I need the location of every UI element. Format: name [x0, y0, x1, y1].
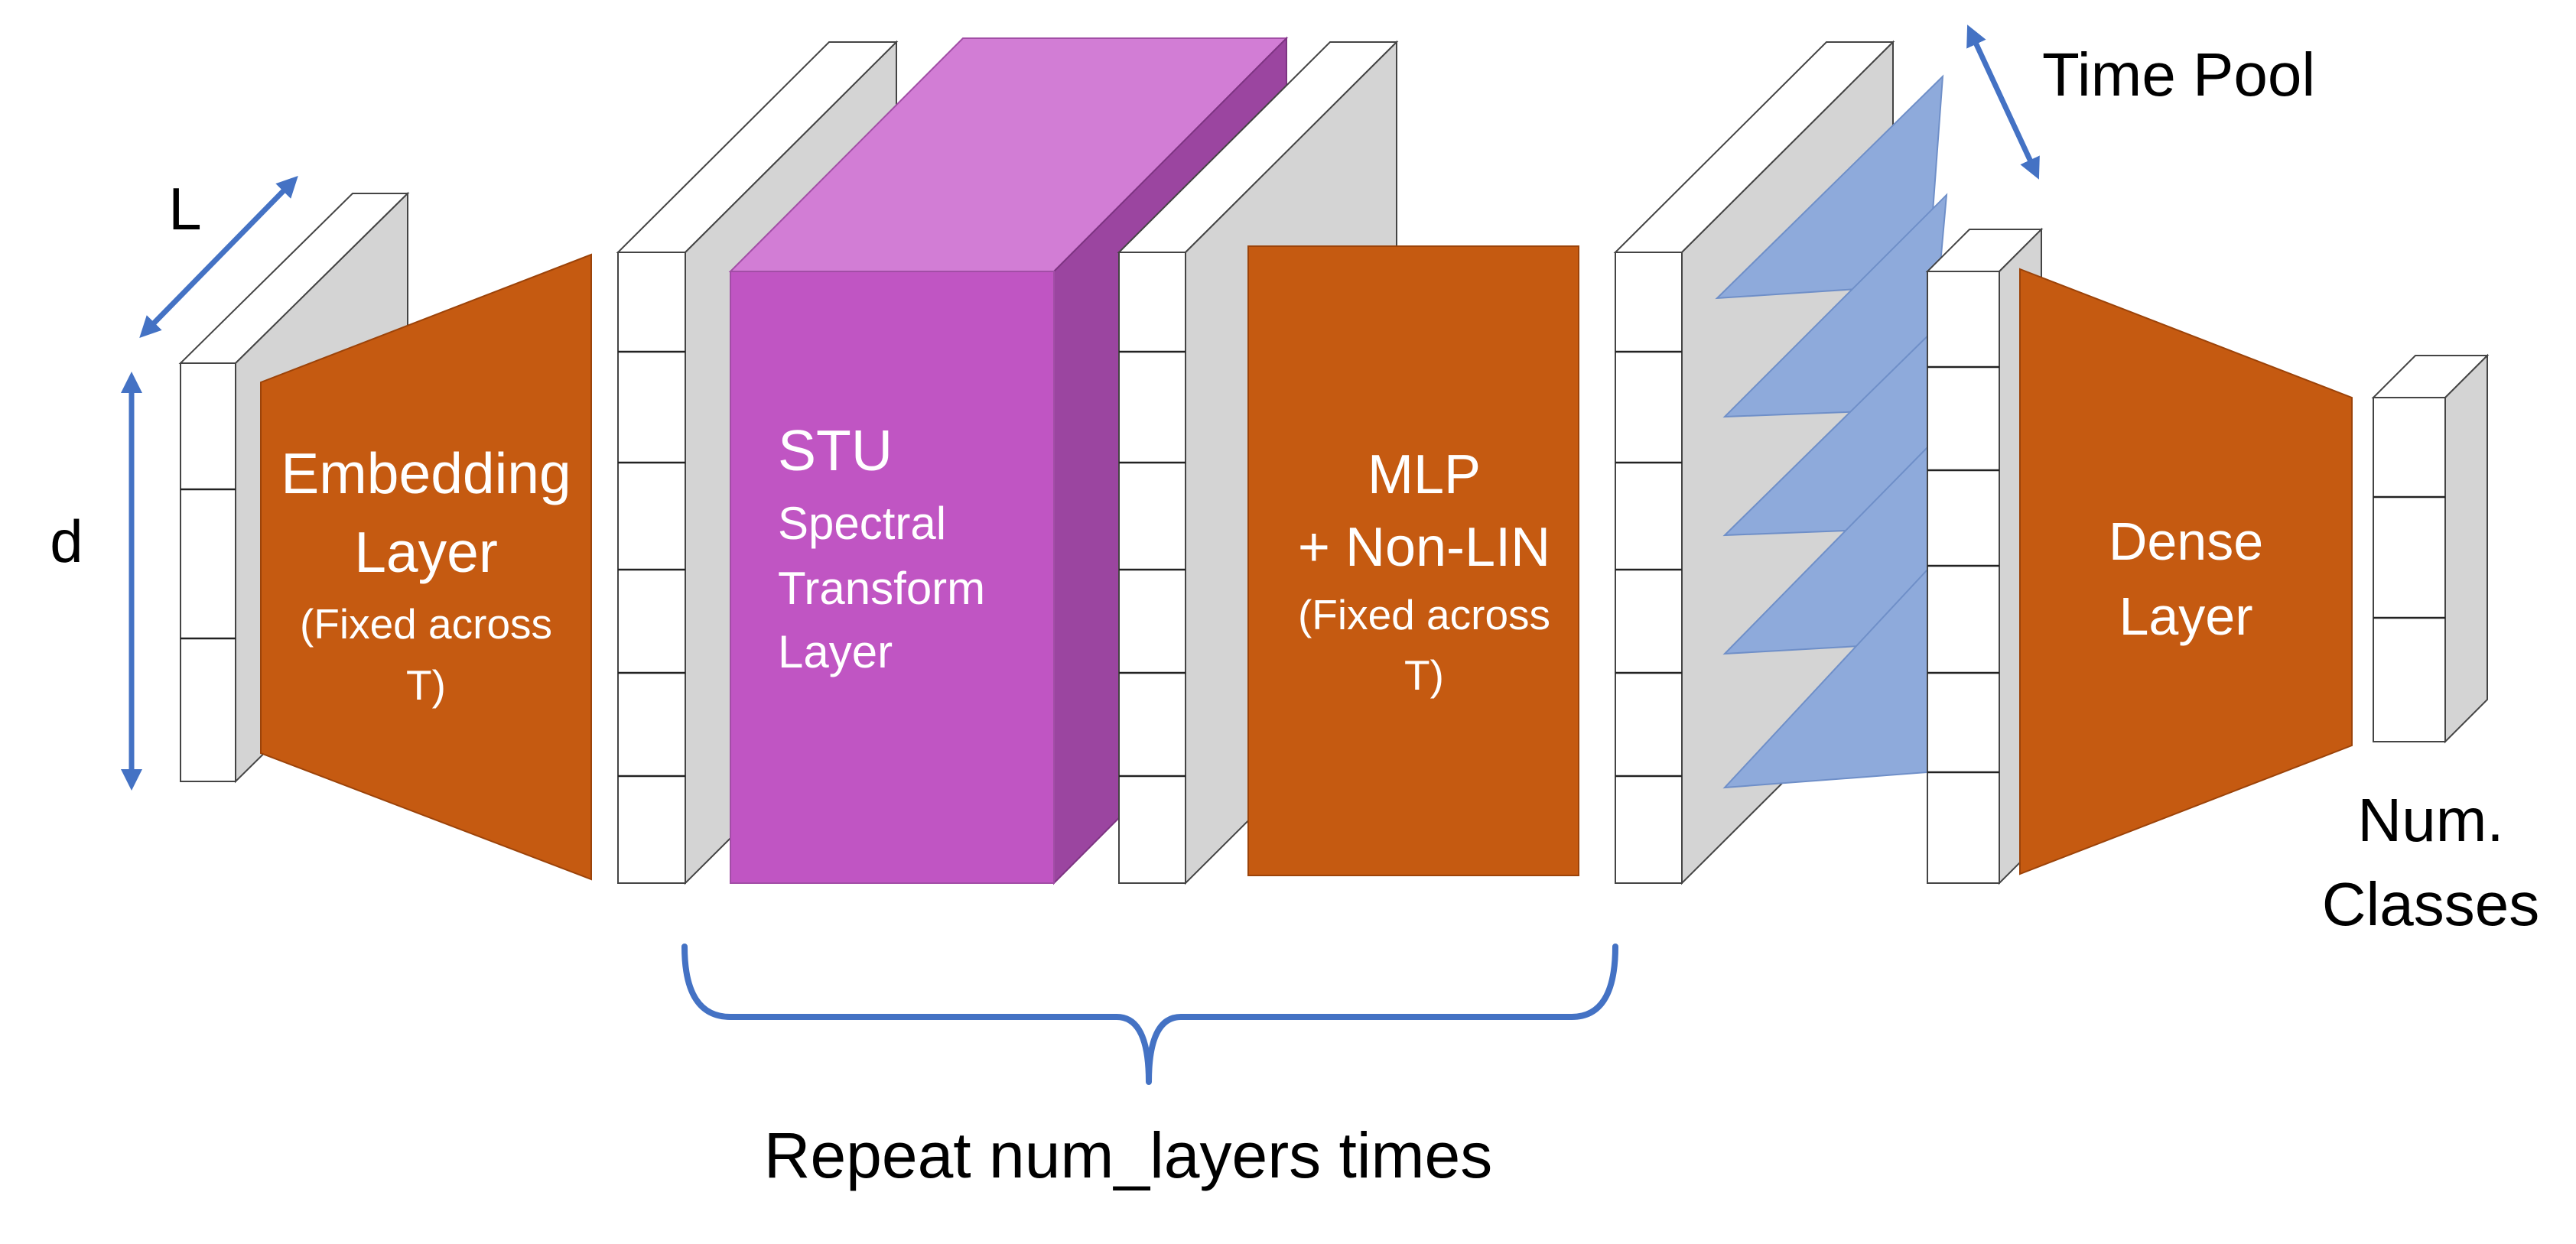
embedding-title-line2: Layer [354, 520, 498, 584]
mlp-note-line1: (Fixed across [1298, 591, 1550, 638]
stu-sub-line1: Spectral [778, 498, 946, 549]
depth-label: d [50, 508, 83, 575]
time-pool-label: Time Pool [2042, 41, 2315, 109]
stu-sub-line3: Layer [778, 626, 893, 677]
time-pool-arrow [1966, 24, 2040, 180]
output-label-line2: Classes [2322, 870, 2540, 938]
mlp-block: MLP + Non-LIN (Fixed across T) [1247, 245, 1579, 876]
stu-title: STU [778, 418, 893, 482]
stu-front-face [730, 271, 1055, 884]
dense-title-line2: Layer [2119, 586, 2252, 646]
embedding-title-line1: Embedding [281, 441, 571, 505]
time-pool-shapes [1715, 74, 1948, 789]
mlp-note-line2: T) [1404, 651, 1444, 699]
mlp-title-line2: + Non-LIN [1298, 517, 1550, 578]
length-label: L [168, 175, 201, 242]
output-tensor [2371, 353, 2490, 744]
length-arrow [139, 175, 298, 339]
repeat-label: Repeat num_layers times [764, 1119, 1492, 1191]
dense-layer: Dense Layer [2019, 268, 2353, 875]
embedding-note-line2: T) [406, 661, 446, 709]
mlp-title-line1: MLP [1368, 444, 1481, 505]
pool-triangle-1 [1715, 74, 1944, 300]
repeat-brace [681, 944, 1618, 1085]
embedding-layer: Embedding Layer (Fixed across T) [260, 253, 592, 881]
embedding-note-line1: (Fixed across [300, 600, 552, 648]
dense-title-line1: Dense [2109, 512, 2263, 571]
stu-sub-line2: Transform [778, 563, 985, 614]
output-label-line1: Num. [2357, 786, 2503, 854]
